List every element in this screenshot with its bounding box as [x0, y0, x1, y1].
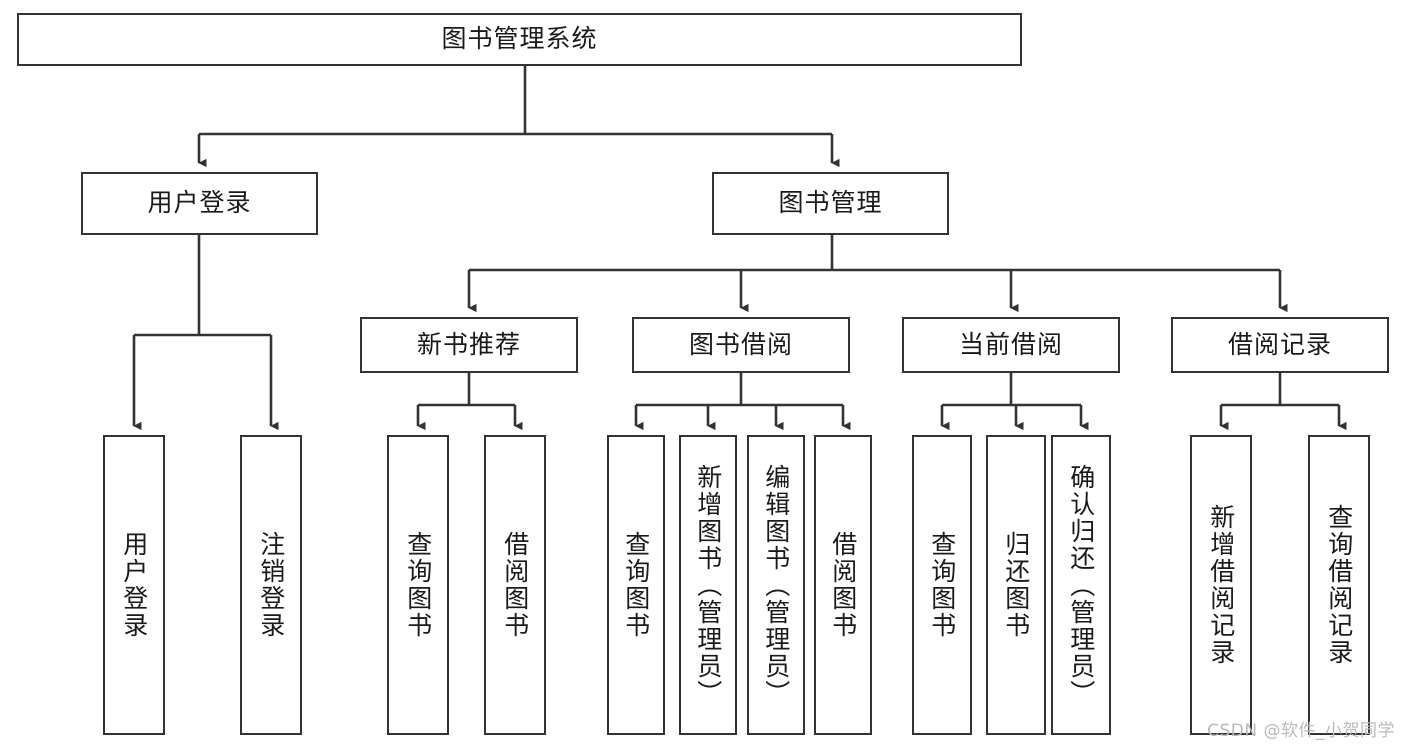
node-book-borrow-label: 图书借阅 [688, 329, 793, 359]
node-borrow-record[interactable]: 借阅记录 [1171, 317, 1389, 373]
node-user-login-label: 用户登录 [147, 188, 252, 218]
node-leaf-add-book[interactable]: 新增图书（管理员） [679, 435, 737, 735]
node-leaf-query-book-3-label: 查询图书 [927, 531, 957, 639]
node-book-borrow[interactable]: 图书借阅 [632, 317, 850, 373]
node-leaf-query-record-label: 查询借阅记录 [1324, 504, 1354, 666]
node-leaf-confirm-return-label: 确认归还（管理员） [1066, 463, 1096, 707]
node-leaf-logout[interactable]: 注销登录 [240, 435, 302, 735]
node-leaf-query-record[interactable]: 查询借阅记录 [1308, 435, 1370, 735]
node-leaf-confirm-return[interactable]: 确认归还（管理员） [1051, 435, 1111, 735]
node-new-book-recommend[interactable]: 新书推荐 [360, 317, 578, 373]
node-leaf-query-book-1-label: 查询图书 [403, 531, 433, 639]
node-leaf-query-book-3[interactable]: 查询图书 [912, 435, 972, 735]
node-leaf-add-record[interactable]: 新增借阅记录 [1190, 435, 1252, 735]
node-leaf-user-login-label: 用户登录 [119, 531, 149, 639]
node-borrow-record-label: 借阅记录 [1227, 329, 1332, 359]
node-book-management[interactable]: 图书管理 [712, 172, 949, 235]
node-leaf-user-login[interactable]: 用户登录 [103, 435, 165, 735]
node-current-borrow[interactable]: 当前借阅 [902, 317, 1120, 373]
node-leaf-logout-label: 注销登录 [256, 531, 286, 639]
node-leaf-borrow-book-2-label: 借阅图书 [828, 531, 858, 639]
node-leaf-borrow-book-1[interactable]: 借阅图书 [484, 435, 546, 735]
node-root-label: 图书管理系统 [441, 24, 598, 54]
node-leaf-edit-book-label: 编辑图书（管理员） [761, 463, 791, 707]
node-leaf-borrow-book-2[interactable]: 借阅图书 [814, 435, 872, 735]
node-leaf-return-book[interactable]: 归还图书 [986, 435, 1046, 735]
node-leaf-query-book-2[interactable]: 查询图书 [607, 435, 665, 735]
node-root[interactable]: 图书管理系统 [17, 13, 1022, 66]
node-current-borrow-label: 当前借阅 [958, 329, 1063, 359]
node-leaf-return-book-label: 归还图书 [1001, 531, 1031, 639]
node-book-management-label: 图书管理 [778, 188, 883, 218]
node-leaf-add-record-label: 新增借阅记录 [1206, 504, 1236, 666]
node-leaf-edit-book[interactable]: 编辑图书（管理员） [747, 435, 805, 735]
node-leaf-query-book-1[interactable]: 查询图书 [387, 435, 449, 735]
node-user-login[interactable]: 用户登录 [81, 172, 318, 235]
node-new-book-recommend-label: 新书推荐 [416, 329, 521, 359]
node-leaf-query-book-2-label: 查询图书 [621, 531, 651, 639]
node-leaf-add-book-label: 新增图书（管理员） [693, 463, 723, 707]
node-leaf-borrow-book-1-label: 借阅图书 [500, 531, 530, 639]
csdn-watermark: CSDN @软件_小贺同学 [1207, 721, 1395, 741]
